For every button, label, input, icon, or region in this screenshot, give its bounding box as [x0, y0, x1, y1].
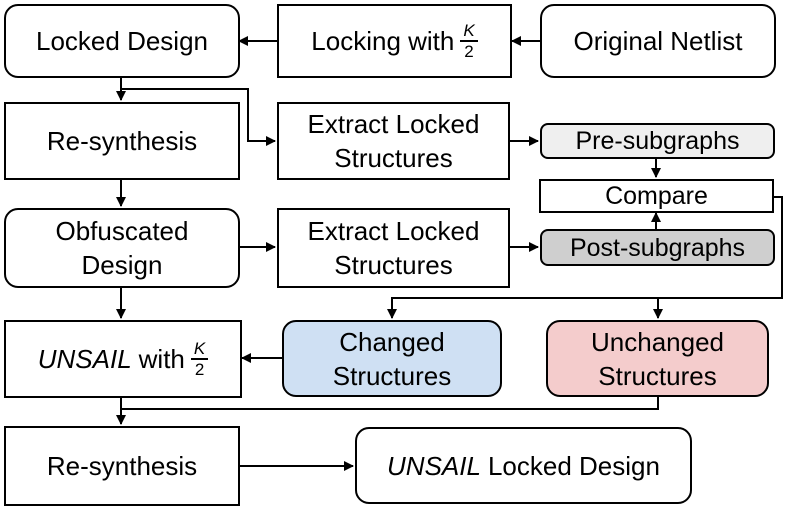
fraction-denominator-unsail: 2 — [194, 360, 205, 379]
locking-label: Locking with — [311, 26, 455, 56]
arrow-unchanged-to-resynthesis — [121, 397, 659, 410]
obfuscated-line2: Design — [81, 250, 163, 280]
fraction-k-over-2-unsail: K 2 — [190, 339, 209, 379]
original-netlist-box: Original Netlist — [540, 4, 776, 78]
unchanged-line2: Structures — [598, 360, 717, 391]
resynthesis-2-label: Re-synthesis — [46, 451, 198, 481]
changed-structures-box: Changed Structures — [282, 320, 502, 397]
post-subgraphs-label: Post-subgraphs — [569, 233, 746, 262]
unchanged-structures-box: Unchanged Structures — [546, 320, 769, 397]
arrow-compare-to-changed — [387, 297, 658, 319]
fraction-numerator: K — [460, 21, 478, 42]
fraction-denominator: 2 — [464, 42, 474, 61]
locked-design-box: Locked Design — [4, 4, 240, 78]
obfuscated-design-box: Obfuscated Design — [4, 208, 240, 288]
compare-box: Compare — [539, 179, 774, 213]
fraction-numerator-unsail: K — [190, 339, 209, 360]
unsail-locked-design-box: UNSAIL Locked Design — [355, 427, 692, 504]
resynthesis-box-2: Re-synthesis — [4, 426, 240, 506]
extract-locked-box-1: Extract Locked Structures — [277, 102, 510, 180]
arrow-compare-to-unchanged — [653, 196, 783, 319]
unsail-suffix: with — [138, 344, 185, 374]
unsail-box: UNSAIL with K 2 — [4, 320, 242, 398]
obfuscated-line1: Obfuscated — [55, 216, 189, 246]
extract-2-line2: Structures — [334, 250, 453, 280]
resynthesis-1-label: Re-synthesis — [46, 126, 198, 156]
pre-subgraphs-box: Pre-subgraphs — [540, 123, 775, 159]
resynthesis-box-1: Re-synthesis — [4, 102, 240, 180]
compare-label: Compare — [605, 182, 708, 210]
extract-locked-box-2: Extract Locked Structures — [277, 208, 510, 288]
extract-2-line1: Extract Locked — [307, 216, 480, 246]
changed-line1: Changed — [339, 326, 445, 357]
changed-line2: Structures — [332, 360, 452, 391]
arrow-locked-to-extract-1 — [121, 88, 276, 146]
extract-1-line1: Extract Locked — [307, 109, 480, 139]
pre-subgraphs-label: Pre-subgraphs — [575, 127, 740, 155]
unsail-locked-suffix: Locked Design — [487, 450, 660, 481]
extract-1-line2: Structures — [334, 143, 453, 173]
locked-design-label: Locked Design — [36, 26, 208, 56]
post-subgraphs-box: Post-subgraphs — [540, 229, 775, 266]
unchanged-line1: Unchanged — [591, 326, 724, 357]
locking-box: Locking with K 2 — [277, 4, 512, 78]
unsail-locked-name: UNSAIL — [387, 450, 481, 481]
original-netlist-label: Original Netlist — [573, 26, 743, 56]
unsail-name: UNSAIL — [37, 344, 132, 374]
fraction-k-over-2: K 2 — [460, 21, 478, 61]
